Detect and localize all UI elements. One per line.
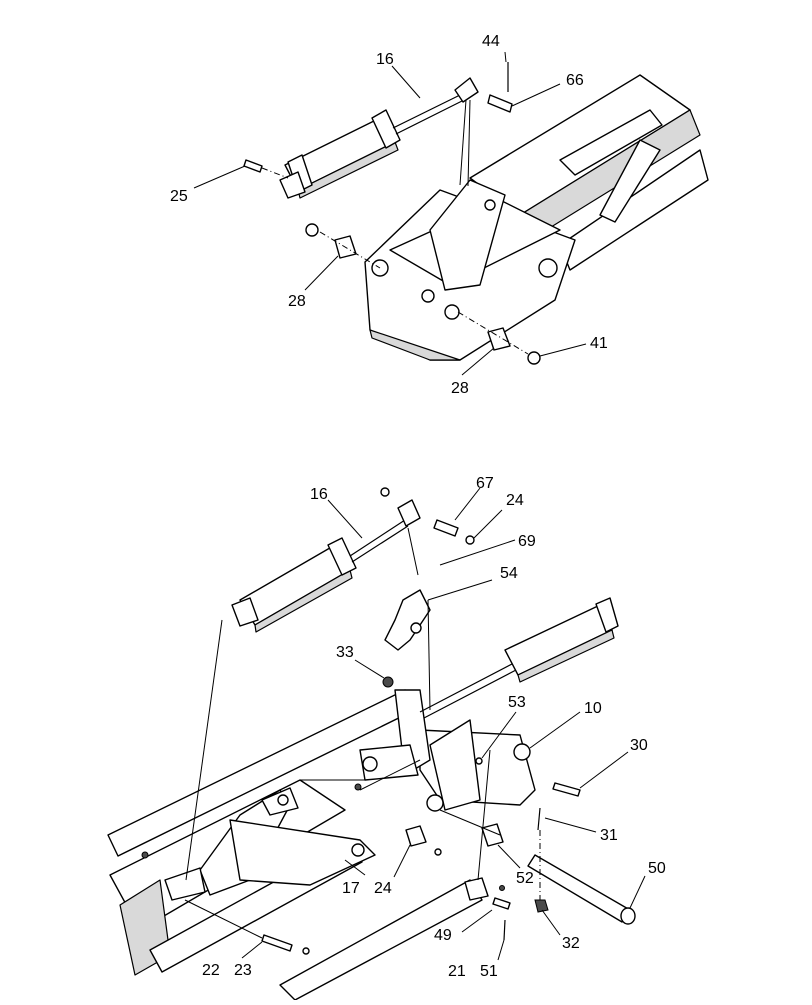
bottom-bracket-hole [277,794,289,806]
bottom-clevis-49 [464,877,489,901]
bottom-washer-24-low [434,848,442,856]
top-pin-66 [487,94,513,113]
callout-54: 54 [500,565,518,582]
callout-23: 23 [234,962,252,979]
callout-52: 52 [516,870,534,887]
callout-24-top: 24 [506,492,524,509]
top-washer-41 [527,351,541,365]
top-bracket-hole-c [444,304,460,320]
callout-53: 53 [508,694,526,711]
callout-28-left: 28 [288,293,306,310]
top-brace [559,109,663,176]
top-cylinder-clevis [454,77,479,103]
bottom-pin-49 [492,897,511,910]
top-diagonal-brace [599,139,661,223]
callout-28-right: 28 [451,380,469,397]
bottom-cylinder-left-shade [254,569,353,633]
bottom-pivot-hole-right [513,743,531,761]
top-cylinder-end-cap [371,109,401,149]
bottom-anchor-22 [164,867,206,901]
callout-33: 33 [336,644,354,661]
callout-67: 67 [476,475,494,492]
bottom-link-block [359,744,419,781]
callout-32: 32 [562,935,580,952]
callout-44: 44 [482,33,500,50]
callout-16-top: 16 [376,51,394,68]
top-cylinder-base-clevis [279,171,306,199]
top-bracket-pin-boss [538,258,558,278]
top-callouts: 16 44 66 25 28 28 41 [170,33,608,397]
callout-21: 21 [448,963,466,980]
bottom-cylinder-left-cap [327,537,357,576]
bottom-pin-31 [537,807,541,831]
callout-17: 17 [342,880,360,897]
bottom-washer-23 [302,947,310,955]
bottom-pin-67 [433,519,459,537]
bottom-bracket-boss [351,843,365,857]
bottom-cylinder-left-rod [349,519,406,557]
bottom-lever-hole [410,622,422,634]
top-cylinder-rod [392,94,461,129]
callout-22: 22 [202,962,220,979]
bottom-pivot-housing-front [429,719,481,811]
callout-50: 50 [648,860,666,877]
callout-41: 41 [590,335,608,352]
bottom-bolt-51 [503,919,506,941]
bottom-cylinder-left-base [231,597,259,627]
top-bracket-hole-b [421,289,435,303]
bottom-pin-23 [261,934,293,952]
callout-51: 51 [480,963,498,980]
callout-16-bottom: 16 [310,486,328,503]
bottom-nut-33 [382,676,394,688]
bottom-nut-32 [534,899,549,913]
top-washer-left [305,223,319,237]
bottom-pivot-grease-53 [475,757,483,765]
bottom-lever-54 [384,589,431,651]
callout-25: 25 [170,188,188,205]
top-pivot-hole [484,199,496,211]
bottom-link-bar-21 [279,879,483,1001]
callout-69: 69 [518,533,536,550]
bottom-bolt-30 [552,782,581,797]
top-bracket-foot [369,329,461,361]
bottom-cylinder-left-clevis [397,499,421,527]
bottom-bushing-24 [405,825,427,847]
callout-30: 30 [630,737,648,754]
bottom-washer-24-top [465,535,475,545]
callout-49: 49 [434,927,452,944]
top-pin-25 [243,159,263,173]
bottom-cylinder-right-shade [517,629,615,683]
bottom-washer-top [380,487,390,497]
callout-66: 66 [566,72,584,89]
bottom-cylinder-right-cap [595,597,619,633]
bottom-link-boss [362,756,378,772]
bottom-bracket-17-body [229,819,376,886]
bottom-callouts: 16 67 24 69 54 33 53 10 30 31 17 24 52 5… [202,475,666,980]
callout-10: 10 [584,700,602,717]
top-cylinder-barrel-shade [297,141,399,199]
callout-31: 31 [600,827,618,844]
top-assembly [193,51,709,376]
bottom-cylinder-right-rod [419,663,513,713]
bottom-assembly [107,487,646,1001]
callout-24-low: 24 [374,880,392,897]
bottom-shaft-50 [527,854,631,923]
bottom-pivot-hole-lower [426,794,444,812]
